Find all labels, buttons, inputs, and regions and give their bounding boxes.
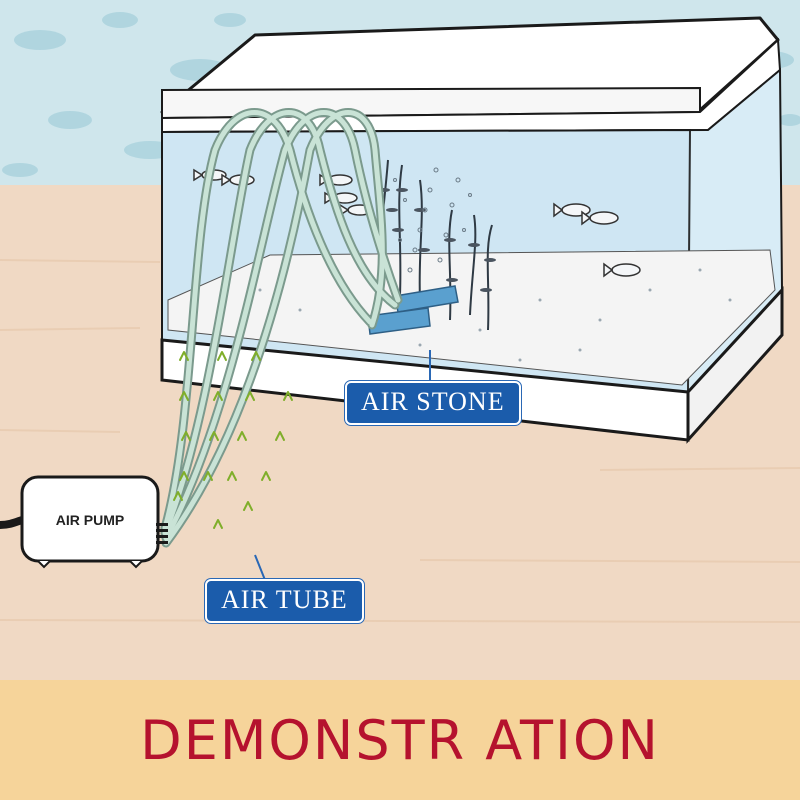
air-tube-label: AIR TUBE bbox=[205, 579, 364, 623]
air-stone-label: AIR STONE bbox=[345, 381, 521, 425]
footer-band: DEMONSTR ATION bbox=[0, 680, 800, 800]
aquarium-base-side bbox=[686, 286, 784, 444]
bubbles-icon bbox=[393, 167, 472, 273]
air-pump-icon bbox=[0, 475, 168, 569]
air-pump-label: AIR PUMP bbox=[55, 512, 125, 528]
footer-title: DEMONSTR ATION bbox=[140, 708, 660, 772]
gravel-dots bbox=[218, 268, 732, 362]
air-tube-lines bbox=[160, 108, 403, 548]
plant-icon bbox=[378, 159, 493, 331]
demonstration-scene bbox=[0, 0, 800, 680]
aquarium-gravel bbox=[167, 249, 776, 386]
air-tube-pointer bbox=[254, 554, 266, 581]
arrow-up-icon bbox=[173, 351, 293, 529]
table-grain bbox=[0, 259, 800, 623]
